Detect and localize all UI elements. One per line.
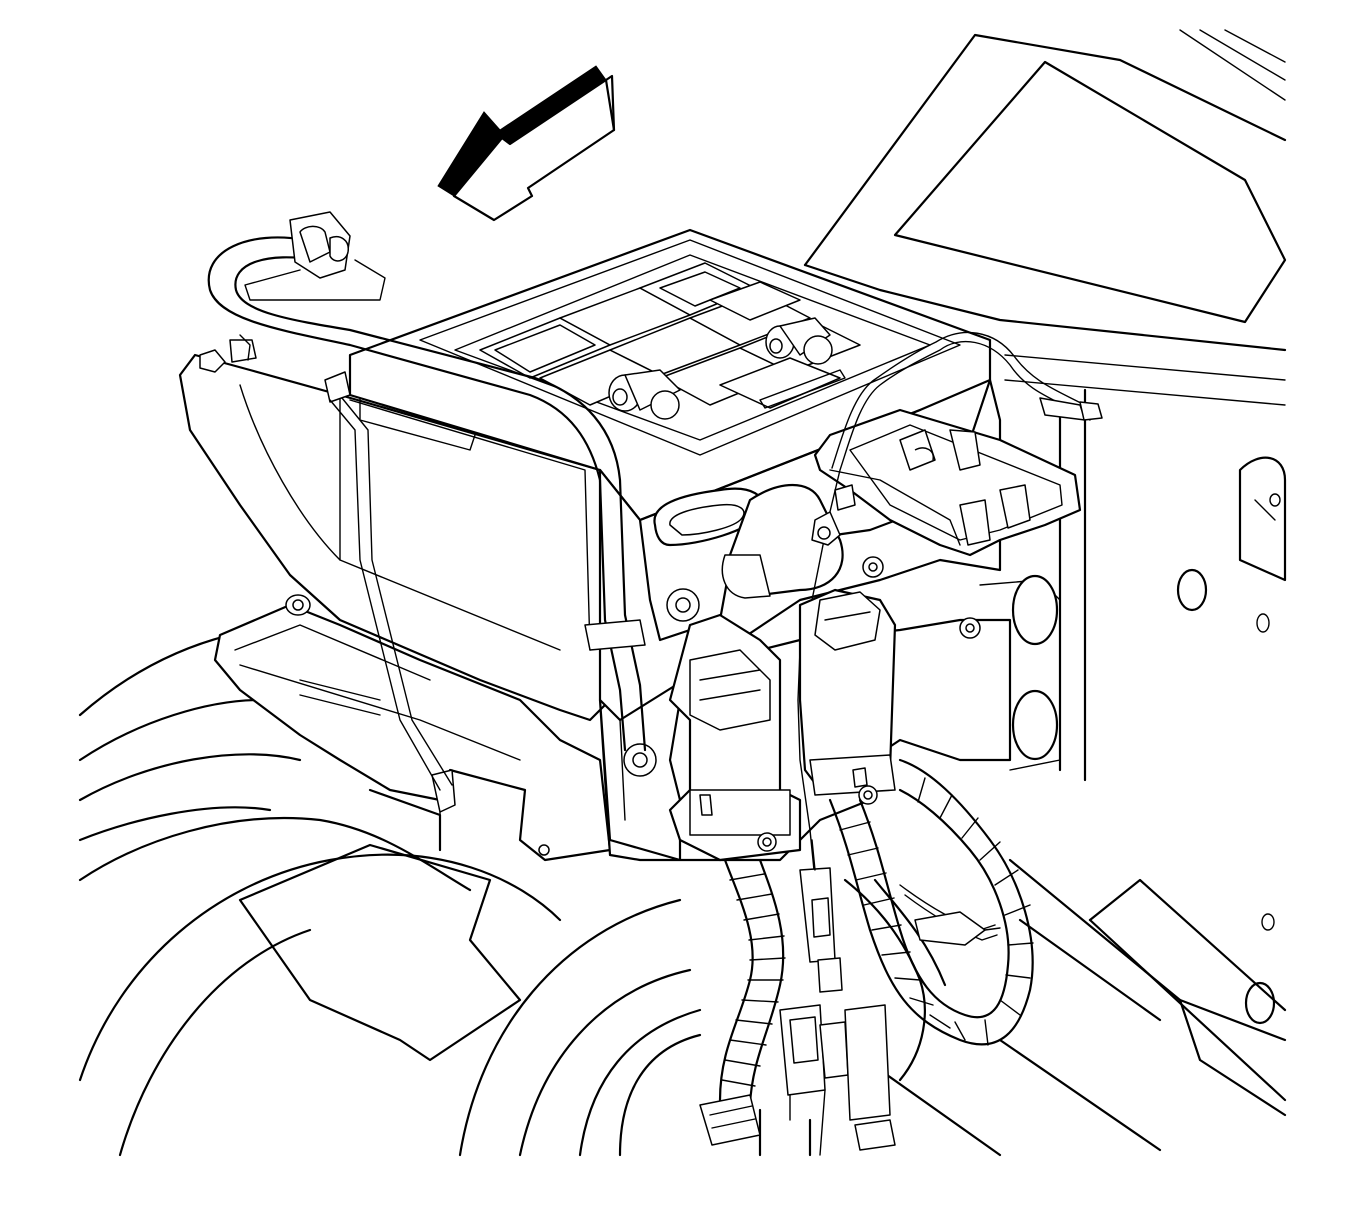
electrical-connector-left <box>668 613 802 862</box>
brake-pipe <box>199 211 647 791</box>
abs-modulator-block <box>178 228 1061 862</box>
sensor-wire <box>797 331 1103 881</box>
bracket-mount <box>213 594 612 862</box>
wheelhouse-liner <box>78 633 812 1157</box>
harness-connectors <box>699 839 1001 1156</box>
sensor-bracket <box>813 408 1082 557</box>
direction-arrow-icon <box>437 65 616 222</box>
convoluted-wiring-harness <box>718 758 1034 1107</box>
electrical-connector-right <box>798 588 897 805</box>
